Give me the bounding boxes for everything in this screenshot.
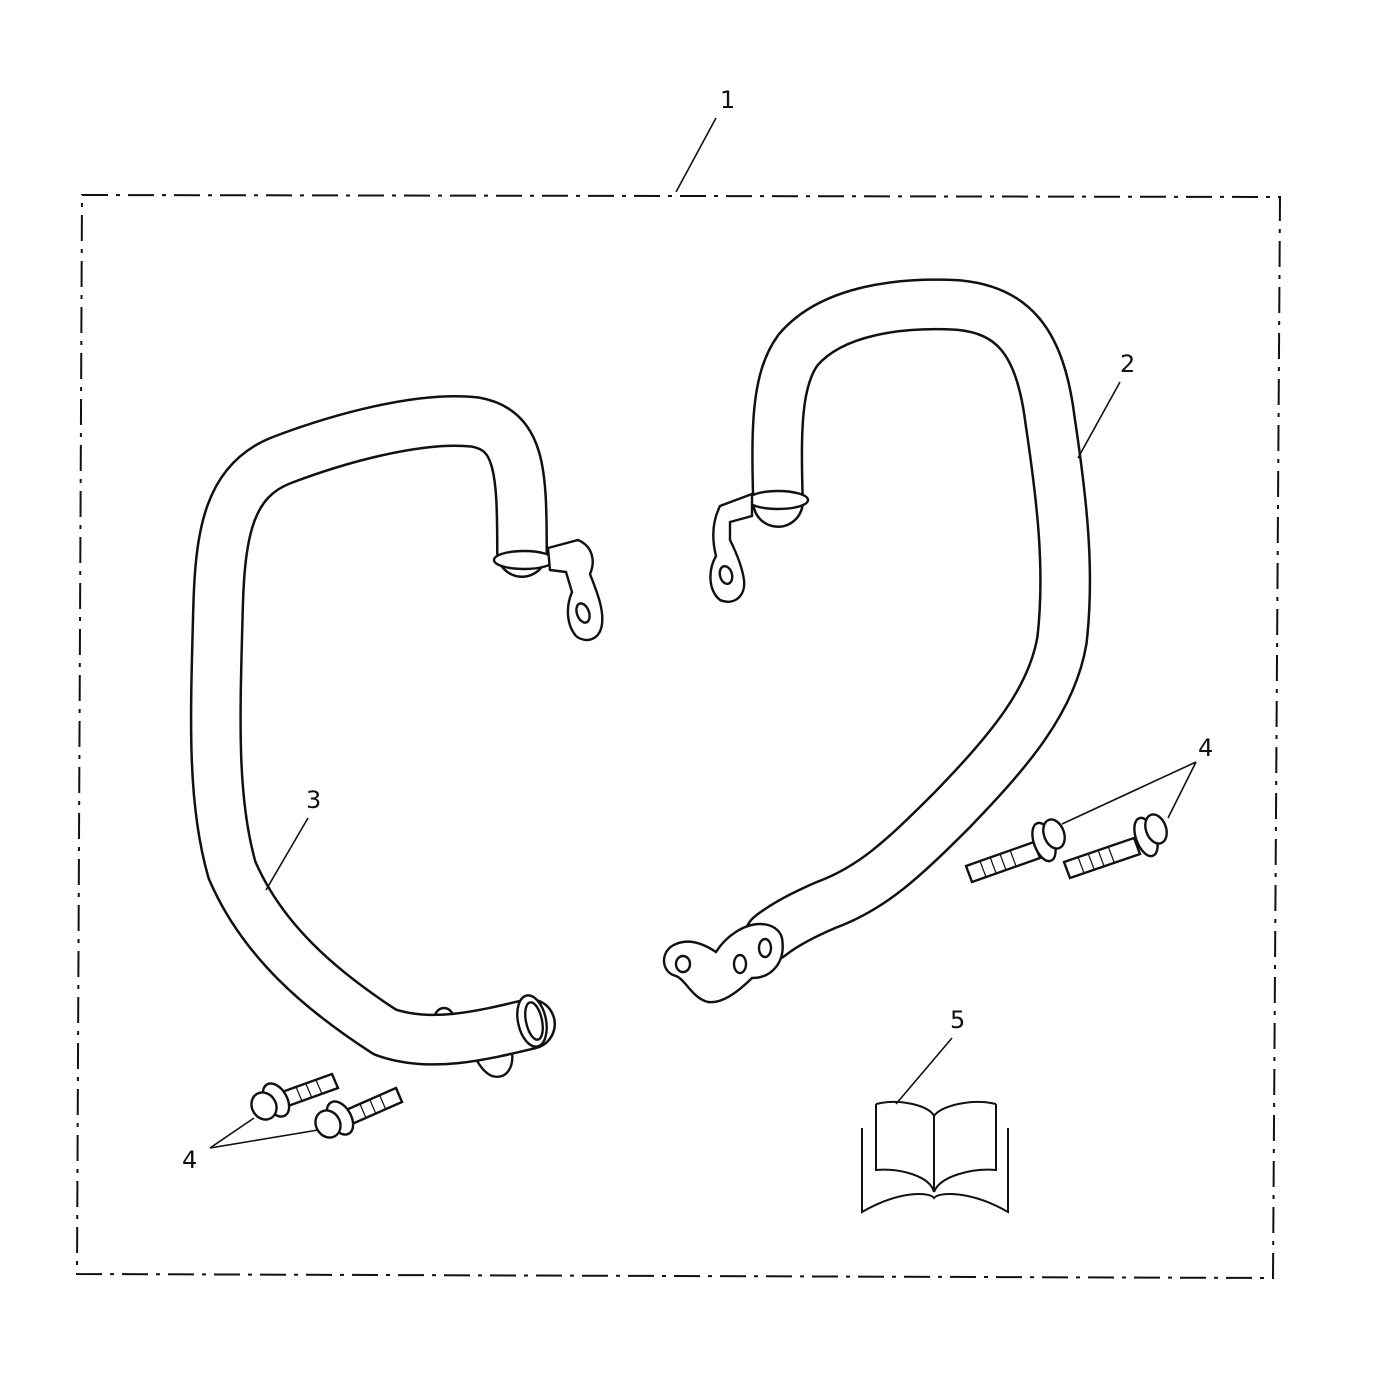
right-engine-guard	[662, 278, 1092, 1004]
right-guard-upper-bracket	[709, 492, 754, 603]
callout-5: 5	[950, 1006, 965, 1034]
kit-boundary	[75, 193, 1282, 1280]
flange-bolt	[250, 1072, 340, 1121]
bolts-right-pair	[964, 813, 1168, 884]
leader-4-left-b	[209, 1129, 319, 1149]
flange-bolt	[1062, 813, 1168, 880]
callout-4-right: 4	[1198, 734, 1213, 762]
right-guard-lower-plate	[662, 922, 784, 1004]
flange-bolt	[314, 1086, 404, 1139]
callout-1: 1	[720, 86, 735, 114]
leader-4-left-a	[209, 1117, 255, 1149]
flange-bolt	[964, 818, 1066, 884]
leader-1	[675, 117, 717, 193]
callout-4-left: 4	[182, 1146, 197, 1174]
left-guard-upper-collar	[492, 549, 556, 571]
callout-2: 2	[1120, 350, 1135, 378]
left-guard-upper-bracket	[546, 538, 604, 642]
leader-5	[895, 1037, 953, 1105]
instruction-book-icon	[861, 1100, 1009, 1214]
leader-4-right-a	[1061, 761, 1197, 825]
callout-3: 3	[306, 786, 321, 814]
leader-2	[1077, 381, 1121, 459]
leader-3	[265, 817, 309, 891]
leader-4-right-b	[1167, 761, 1197, 819]
bolts-left-pair	[250, 1072, 404, 1139]
left-engine-guard	[189, 395, 604, 1078]
right-guard-upper-collar	[746, 489, 810, 511]
